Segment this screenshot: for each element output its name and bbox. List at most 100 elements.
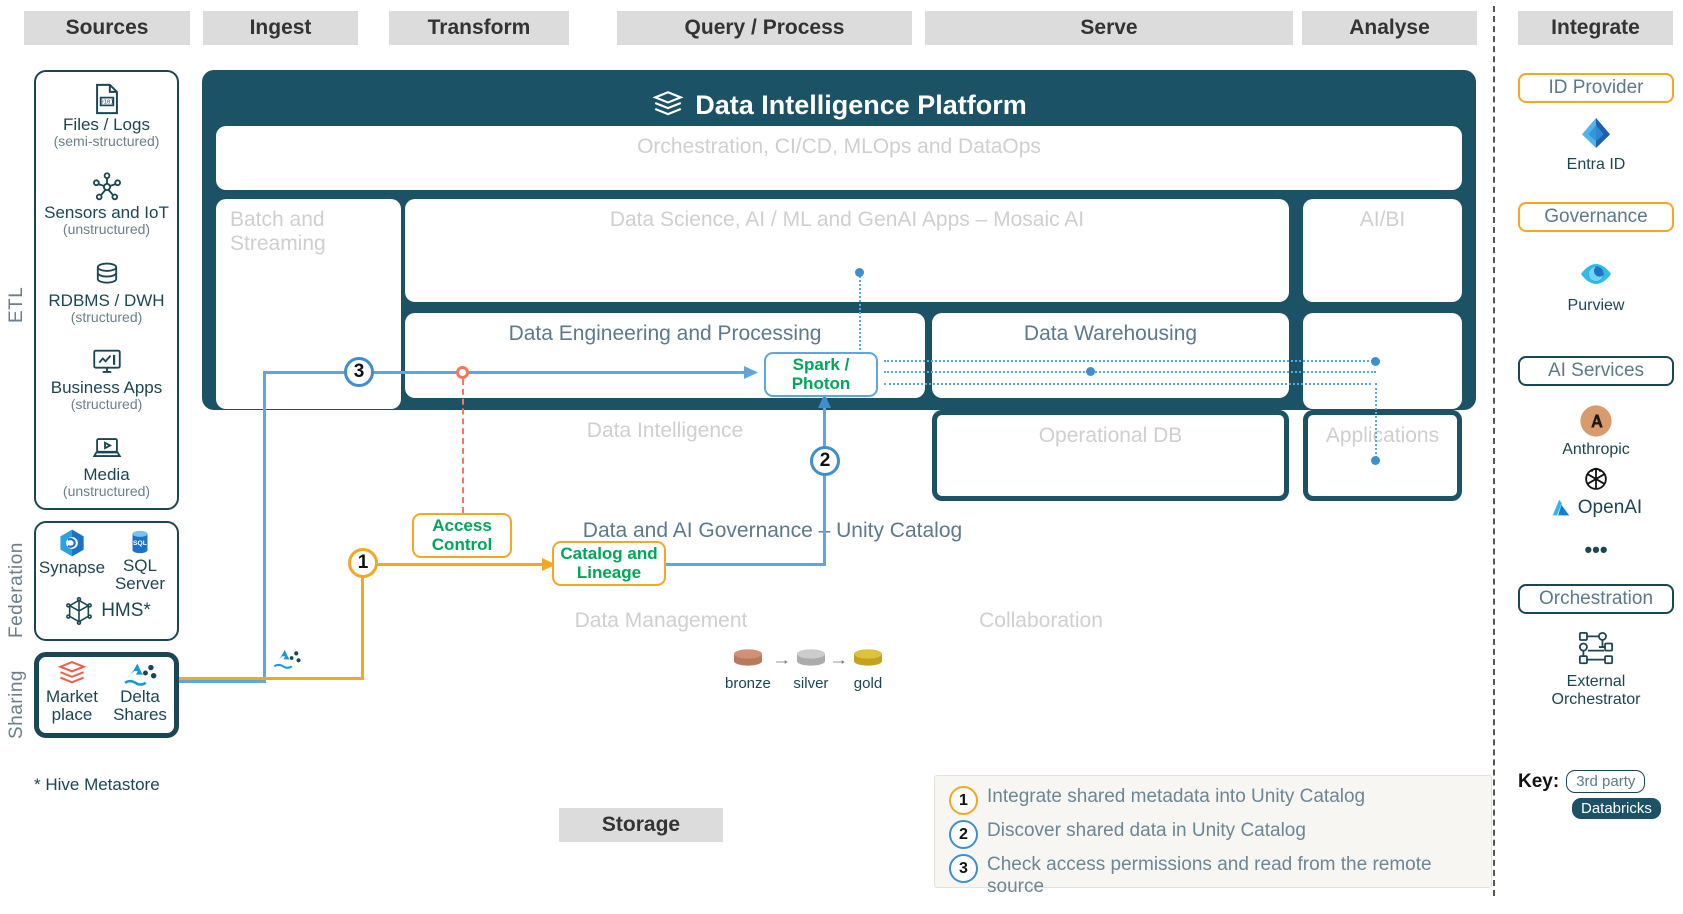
route1-segment-horizontal-left: [179, 677, 364, 680]
pane-label: AI/BI: [1359, 208, 1406, 231]
integrate-category-orchestration[interactable]: Orchestration: [1518, 584, 1674, 614]
svg-text:0101: 0101: [100, 100, 114, 106]
phase-tab-serve[interactable]: Serve: [925, 11, 1293, 45]
pane-label: Batch and Streaming: [230, 208, 326, 255]
connector-dot: [1086, 367, 1095, 376]
integrate-category-id-provider[interactable]: ID Provider: [1518, 73, 1674, 103]
route2-segment-vertical: [823, 408, 826, 566]
pane-data-intelligence[interactable]: Data Intelligence: [405, 410, 925, 501]
storage-label: Storage: [559, 808, 723, 842]
sources-sharing-card: [34, 652, 179, 738]
azure-icon: [1552, 499, 1570, 516]
pane-label: Applications: [1325, 424, 1440, 447]
legend-text: Discover shared data in Unity Catalog: [987, 820, 1306, 841]
pane-data-management[interactable]: Data Management: [397, 600, 925, 708]
route3-segment-vertical: [263, 371, 266, 683]
database-icon: [96, 262, 117, 284]
step-marker-2[interactable]: 2: [810, 446, 840, 476]
source-item-rdbms-dwh[interactable]: RDBMS / DWH (structured): [36, 258, 177, 325]
platform-title-text: Data Intelligence Platform: [695, 89, 1027, 120]
integrate-item-entra-id[interactable]: Entra ID: [1518, 113, 1674, 174]
source-item-media[interactable]: Media (unstructured): [36, 432, 177, 499]
integrate-item-external-orchestrator[interactable]: External Orchestrator: [1518, 628, 1674, 708]
phase-tab-query[interactable]: Query / Process: [617, 11, 912, 45]
integrate-item-label: Entra ID: [1566, 156, 1626, 173]
integrate-item-openai[interactable]: OpenAI: [1518, 463, 1674, 519]
legend-row-2: 2 Discover shared data in Unity Catalog: [949, 820, 1477, 849]
source-item-files-logs[interactable]: 0101 Files / Logs (semi-structured): [36, 82, 177, 149]
access-control-dashed-link: [462, 379, 464, 513]
step-marker-3[interactable]: 3: [344, 357, 374, 387]
legend-marker-3: 3: [949, 854, 978, 883]
silver-puck-icon: [796, 649, 825, 666]
source-label: Market place: [46, 687, 98, 724]
pane-label: Orchestration, CI/CD, MLOps and DataOps: [637, 135, 1041, 158]
pane-ai-bi[interactable]: AI/BI: [1303, 199, 1462, 302]
source-item-business-apps[interactable]: Business Apps (structured): [36, 345, 177, 412]
integrate-item-label: External Orchestrator: [1551, 673, 1641, 708]
entra-id-icon: [1582, 118, 1610, 148]
dotted-connector-warehouse-mid: [884, 371, 1376, 373]
legend-text: Integrate shared metadata into Unity Cat…: [987, 786, 1366, 807]
integrate-item-purview[interactable]: Purview: [1518, 254, 1674, 315]
platform-title: Data Intelligence Platform: [202, 84, 1476, 126]
pane-label: Data Science, AI / ML and GenAI Apps – M…: [609, 208, 1085, 231]
source-label: Delta Shares: [113, 687, 167, 724]
source-sublabel: (semi-structured): [53, 132, 160, 149]
key-block: Key: 3rd party Databricks: [1518, 770, 1678, 819]
phase-tab-ingest[interactable]: Ingest: [203, 11, 358, 45]
source-item-marketplace[interactable]: Market place: [38, 658, 106, 724]
dotted-connector-applications: [1375, 383, 1377, 458]
medallion-silver: silver: [793, 648, 828, 692]
integrate-category-ai-services[interactable]: AI Services: [1518, 356, 1674, 386]
databricks-logo-icon: [652, 91, 684, 116]
route3-segment-horizontal-left: [179, 680, 263, 683]
pane-data-warehousing[interactable]: Data Warehousing: [932, 313, 1289, 398]
route1-segment-horizontal-top: [361, 563, 546, 566]
source-sublabel: (unstructured): [62, 482, 151, 499]
medallion-icons: bronze silver gold: [725, 648, 885, 692]
access-control-pill[interactable]: Access Control: [412, 513, 512, 558]
connector-dot: [1371, 357, 1380, 366]
side-label-federation: Federation: [6, 542, 27, 638]
pane-label: Collaboration: [979, 609, 1103, 632]
pane-unity-catalog[interactable]: Data and AI Governance – Unity Catalog: [405, 510, 1140, 590]
phase-tab-transform[interactable]: Transform: [389, 11, 569, 45]
phase-tab-integrate[interactable]: Integrate: [1518, 11, 1673, 45]
source-sublabel: (unstructured): [62, 220, 151, 237]
source-item-hms[interactable]: HMS*: [42, 595, 172, 627]
catalog-lineage-pill[interactable]: Catalog and Lineage: [552, 541, 666, 586]
integrate-item-more: •••: [1584, 537, 1608, 562]
integrate-item-anthropic[interactable]: Anthropic: [1518, 404, 1674, 459]
hive-metastore-footnote: * Hive Metastore: [34, 775, 160, 794]
source-item-delta-shares[interactable]: Delta Shares: [106, 658, 174, 724]
key-chip-third-party: 3rd party: [1566, 770, 1646, 793]
gold-puck-icon: [853, 649, 882, 666]
source-label: Media: [83, 465, 130, 484]
route3-arrowhead: [744, 366, 758, 379]
pane-batch-streaming[interactable]: Batch and Streaming: [216, 199, 401, 409]
pane-mosaic-ai[interactable]: Data Science, AI / ML and GenAI Apps – M…: [405, 199, 1289, 302]
workflow-icon: [1578, 631, 1614, 665]
pane-applications[interactable]: Applications: [1303, 410, 1462, 501]
source-label: HMS*: [101, 600, 151, 622]
sensor-network-icon: [92, 172, 121, 201]
source-item-synapse[interactable]: Synapse: [38, 527, 106, 577]
step-marker-1[interactable]: 1: [348, 548, 378, 578]
source-item-sql-server[interactable]: SQL SQL Server: [106, 527, 174, 593]
phase-tab-sources[interactable]: Sources: [24, 11, 190, 45]
phase-tab-analyse[interactable]: Analyse: [1302, 11, 1477, 45]
pane-operational-db[interactable]: Operational DB: [932, 410, 1289, 501]
source-item-sensors-iot[interactable]: Sensors and IoT (unstructured): [36, 170, 177, 237]
delta-sharing-icon: [124, 663, 157, 686]
dotted-connector-mosaic: [859, 272, 861, 362]
source-sublabel: (structured): [70, 395, 143, 412]
route2-arrowhead: [818, 394, 831, 408]
sources-etl-card: [34, 70, 179, 510]
integrate-category-governance[interactable]: Governance: [1518, 202, 1674, 232]
spark-photon-pill[interactable]: Spark / Photon: [764, 352, 878, 397]
pane-collaboration[interactable]: Collaboration: [932, 600, 1150, 708]
medallion-label: bronze: [725, 675, 771, 692]
laptop-media-icon: [92, 438, 121, 458]
pane-orchestration[interactable]: Orchestration, CI/CD, MLOps and DataOps: [216, 126, 1462, 190]
